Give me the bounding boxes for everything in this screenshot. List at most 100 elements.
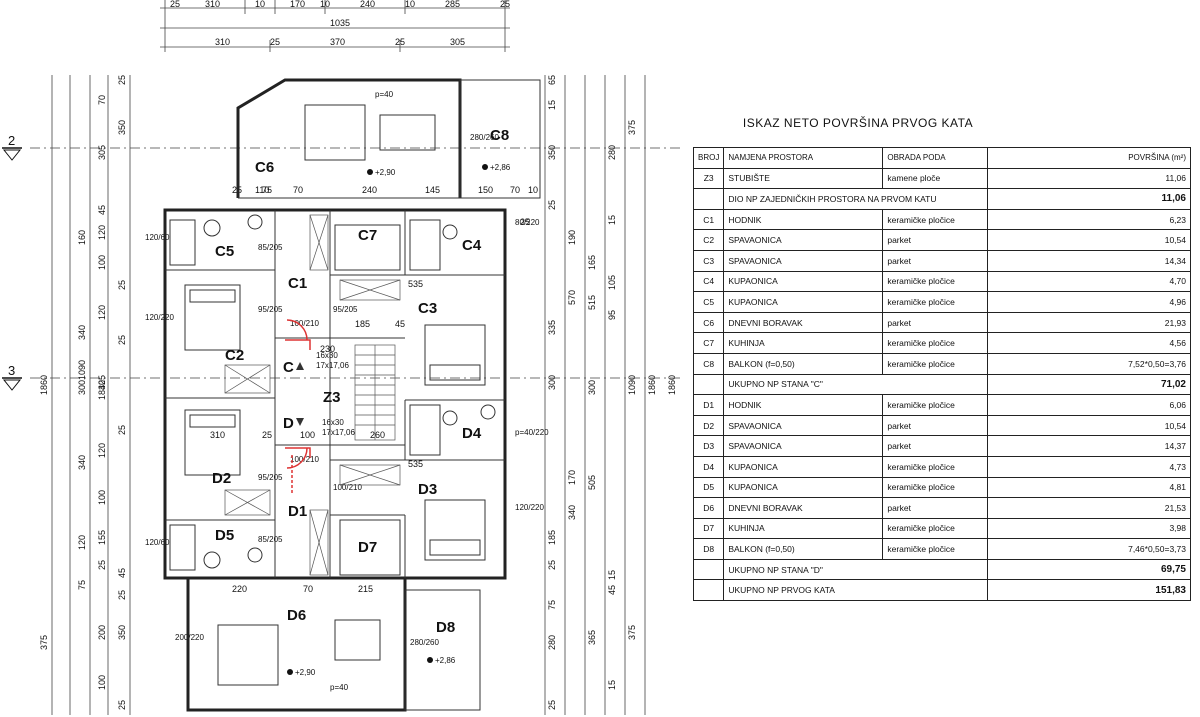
cell-obrada: keramičke pločice (882, 476, 989, 499)
dimension-label: 25 (547, 560, 557, 570)
opening-dimension: 95/205 (333, 305, 358, 314)
cell-obrada: keramičke pločice (882, 332, 989, 354)
stair-label: 17x17,06 (316, 361, 349, 370)
cell-obrada: keramičke pločice (882, 208, 989, 231)
dimension-label: 120 (97, 225, 107, 240)
dimension-label: 100 (97, 490, 107, 505)
dimension-label: 95 (607, 310, 617, 320)
dimension-label: 170 (290, 0, 305, 9)
cell-namjena: BALKON (f=0,50) (723, 538, 884, 560)
dimension-label: 350 (547, 145, 557, 160)
dimension-label: 100 (97, 255, 107, 270)
opening-dimension: 120/220 (515, 503, 544, 512)
dimension-label: 15 (607, 570, 617, 580)
cell-obrada: keramičke pločice (882, 517, 989, 540)
dimension-label: 120 (97, 305, 107, 320)
dimension-label: 1090 (77, 360, 87, 380)
dimension-label: 1090 (627, 375, 637, 395)
cell-namjena: HODNIK (723, 208, 884, 231)
cell-namjena: KUHINJA (723, 332, 884, 354)
cell-broj: D2 (692, 414, 725, 437)
room-label-d5: D5 (215, 527, 234, 544)
cell-namjena: SPAVAONICA (723, 435, 884, 457)
entrance-doors (285, 319, 311, 495)
elevation-marker (427, 657, 433, 663)
cell-obrada: keramičke pločice (882, 291, 989, 313)
cell-povrsina: 71,02 (987, 373, 1191, 396)
cell-namjena: STUBIŠTE (723, 167, 884, 190)
opening-dimension: 100/210 (290, 319, 319, 328)
dimension-label: 375 (627, 625, 637, 640)
cell-namjena: HODNIK (723, 394, 884, 416)
cell-obrada: parket (882, 249, 989, 272)
cell-namjena: KUPAONICA (723, 455, 884, 478)
cell-namjena: DNEVNI BORAVAK (723, 497, 884, 519)
room-label-c5: C5 (215, 243, 234, 260)
dimension-label: 300 (547, 375, 557, 390)
cell-obrada: parket (882, 497, 989, 519)
cell-namjena: KUPAONICA (723, 291, 884, 313)
dimension-label: 105 (607, 275, 617, 290)
opening-dimension: p=40/220 (515, 428, 549, 437)
cell-broj (692, 558, 725, 581)
dimension-label: 310 (205, 0, 220, 9)
elevation-label: +2,90 (295, 668, 316, 677)
dimension-label: 25 (170, 0, 180, 9)
dimension-label: 280 (547, 635, 557, 650)
dimension-label: 10 (528, 185, 538, 195)
wardrobes (224, 214, 401, 576)
dimension-label: 25 (117, 700, 127, 710)
room-label-z3: Z3 (323, 389, 341, 406)
opening-dimension: 85/205 (258, 535, 283, 544)
elevation-label: +2,86 (490, 163, 511, 172)
cell-broj (692, 188, 725, 210)
dimension-label: 260 (370, 430, 385, 440)
room-label-d3: D3 (418, 481, 437, 498)
dimension-label: 15 (607, 215, 617, 225)
cell-obrada: keramičke pločice (882, 538, 989, 560)
dimension-label: 100 (97, 675, 107, 690)
cell-namjena: UKUPNO NP PRVOG KATA (723, 579, 989, 602)
cell-namjena: DNEVNI BORAVAK (723, 311, 884, 334)
dimension-label: 190 (567, 230, 577, 245)
dimension-label: 350 (117, 120, 127, 135)
apartment-marker-d: D (283, 415, 304, 432)
dimension-label: 150 (478, 185, 493, 195)
cell-povrsina: 4,56 (987, 332, 1191, 354)
dimension-label: 25 (395, 37, 405, 47)
dimension-label: 310 (210, 430, 225, 440)
cell-namjena: KUHINJA (723, 517, 884, 540)
cell-namjena: SPAVAONICA (723, 414, 884, 437)
dimension-label: 185 (547, 530, 557, 545)
cell-broj: Z3 (692, 167, 725, 190)
cell-povrsina: 10,54 (987, 229, 1191, 251)
room-label-c3: C3 (418, 300, 437, 317)
opening-dimension: 120/60 (145, 538, 170, 547)
opening-dimension: 120/60 (145, 233, 170, 242)
dimension-label: 100 (300, 430, 315, 440)
section-label-3: 3 (8, 363, 15, 378)
dimension-label: 370 (330, 37, 345, 47)
section-mark-2: 2 (2, 133, 22, 161)
cell-povrsina: 14,37 (987, 435, 1191, 457)
room-label-c1: C1 (288, 275, 307, 292)
header-broj: BROJ (692, 147, 725, 169)
dimension-label: 1860 (39, 375, 49, 395)
dimension-label: 305 (450, 37, 465, 47)
cell-povrsina: 11,06 (987, 167, 1191, 190)
cell-obrada: keramičke pločice (882, 270, 989, 293)
cell-povrsina: 6,23 (987, 208, 1191, 231)
header-povrsina: POVRŠINA (m²) (987, 147, 1191, 169)
cell-broj: C8 (692, 352, 725, 375)
dimension-label: 15 (547, 100, 557, 110)
staircase (354, 344, 396, 441)
header-obrada: OBRADA PODA (882, 147, 989, 169)
